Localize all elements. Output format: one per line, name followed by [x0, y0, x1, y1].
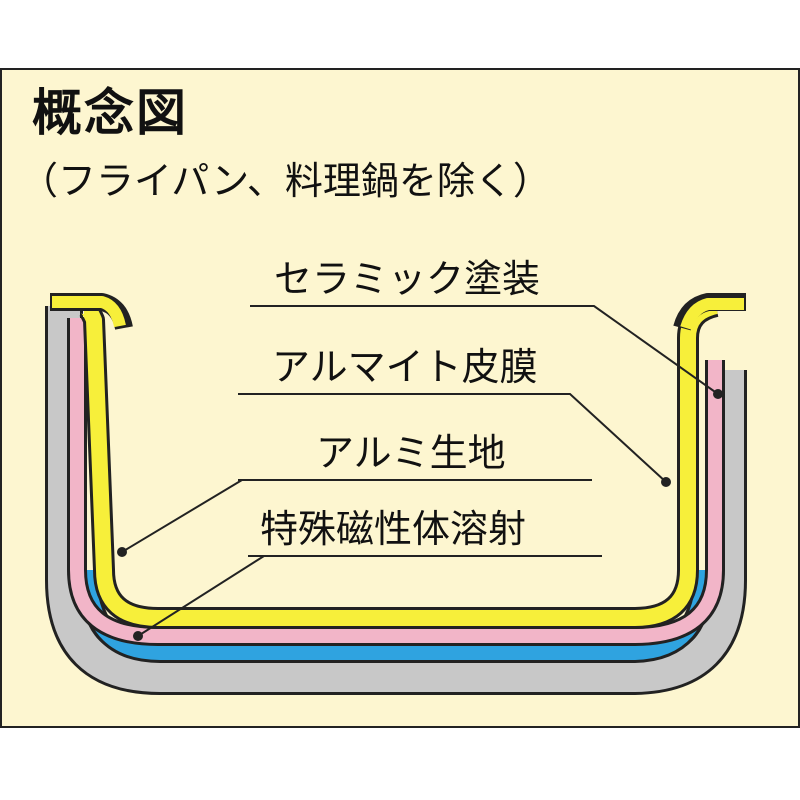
diagram-frame: 概念図 （フライパン、料理鍋を除く）	[0, 68, 800, 728]
leader-dot-alumite	[661, 477, 671, 487]
leader-dot-aluminum	[117, 547, 127, 557]
leader-dot-ceramic	[713, 389, 723, 399]
outer-gray-layer	[48, 306, 744, 692]
diagram-title: 概念図	[32, 84, 188, 142]
leader-line-alumite	[238, 393, 667, 483]
pot-cross-section	[45, 293, 747, 695]
label-ceramic-coating: セラミック塗装	[274, 257, 541, 301]
label-alumite-film: アルマイト皮膜	[272, 345, 538, 389]
label-magnetic-spray: 特殊磁性体溶射	[260, 507, 527, 551]
label-aluminum-base: アルミ生地	[316, 431, 506, 475]
leader-line-aluminum	[121, 479, 592, 553]
leader-line-magnetic	[137, 555, 602, 637]
leader-line-ceramic	[250, 305, 719, 395]
leader-dot-magnetic	[133, 631, 143, 641]
diagram-subtitle: （フライパン、料理鍋を除く）	[20, 159, 551, 203]
